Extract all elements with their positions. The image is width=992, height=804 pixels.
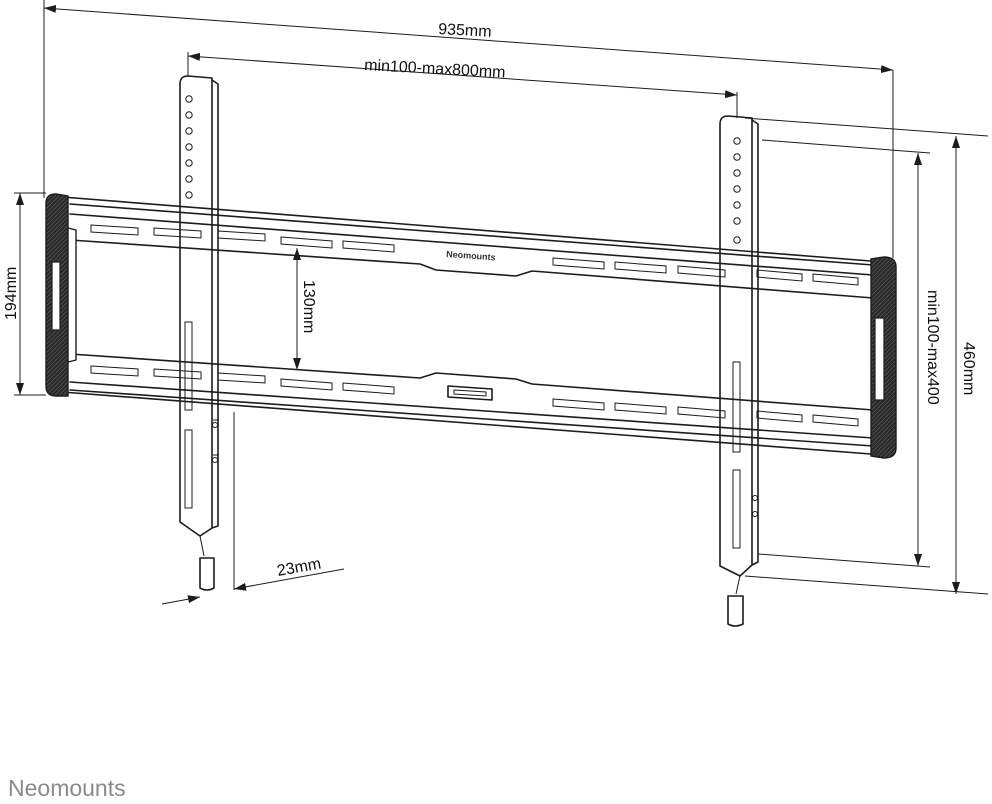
top-rail-edge [69, 239, 874, 299]
label-wall-distance: 23mm [276, 555, 323, 579]
bottom-rail-flange [69, 381, 874, 447]
label-vesa-height: min100-max400 [924, 290, 941, 405]
dim-wall-distance-line [233, 568, 345, 591]
plate-brand-label: Neomounts [446, 249, 496, 262]
left-arm-body [179, 75, 213, 537]
wall-plate: Neomounts [61, 196, 885, 456]
top-rail-flange [69, 203, 874, 276]
label-total-width: 935mm [438, 21, 492, 41]
right-lock-cord [735, 575, 741, 595]
right-arm-lower-slot [732, 469, 741, 549]
left-end-pad [45, 193, 77, 397]
bottom-rail-edge [69, 353, 874, 411]
left-lock-cord [199, 535, 205, 557]
brand-logo: Neomounts [8, 775, 126, 801]
right-tv-arm [719, 115, 759, 627]
right-arm-upper-slot [732, 361, 741, 453]
label-rail-height: 194mm [3, 267, 20, 320]
label-total-height: 460mm [960, 342, 977, 395]
label-vesa-width: min100-max800mm [364, 57, 506, 81]
right-arm-holes [733, 137, 741, 244]
label-rail-spacing: 130mm [300, 280, 317, 333]
left-arm-upper-slot [184, 321, 193, 411]
right-end-pad [870, 256, 897, 459]
dimension-labels: 935mm min100-max800mm 194mm 130mm min100… [3, 21, 977, 580]
dim-vesa-width-line [187, 52, 738, 99]
right-arm-body [719, 115, 753, 577]
right-lock-knob [727, 595, 744, 627]
level-slot [447, 385, 493, 401]
left-tv-arm [179, 75, 219, 591]
left-arm-holes [185, 95, 193, 199]
dimension-lines [14, 0, 989, 605]
dim-total-width-line [43, 4, 894, 74]
left-arm-lower-slot [184, 429, 193, 509]
left-lock-knob [199, 557, 215, 591]
right-arm-side [751, 119, 759, 566]
bottom-rail-slots [90, 365, 859, 427]
